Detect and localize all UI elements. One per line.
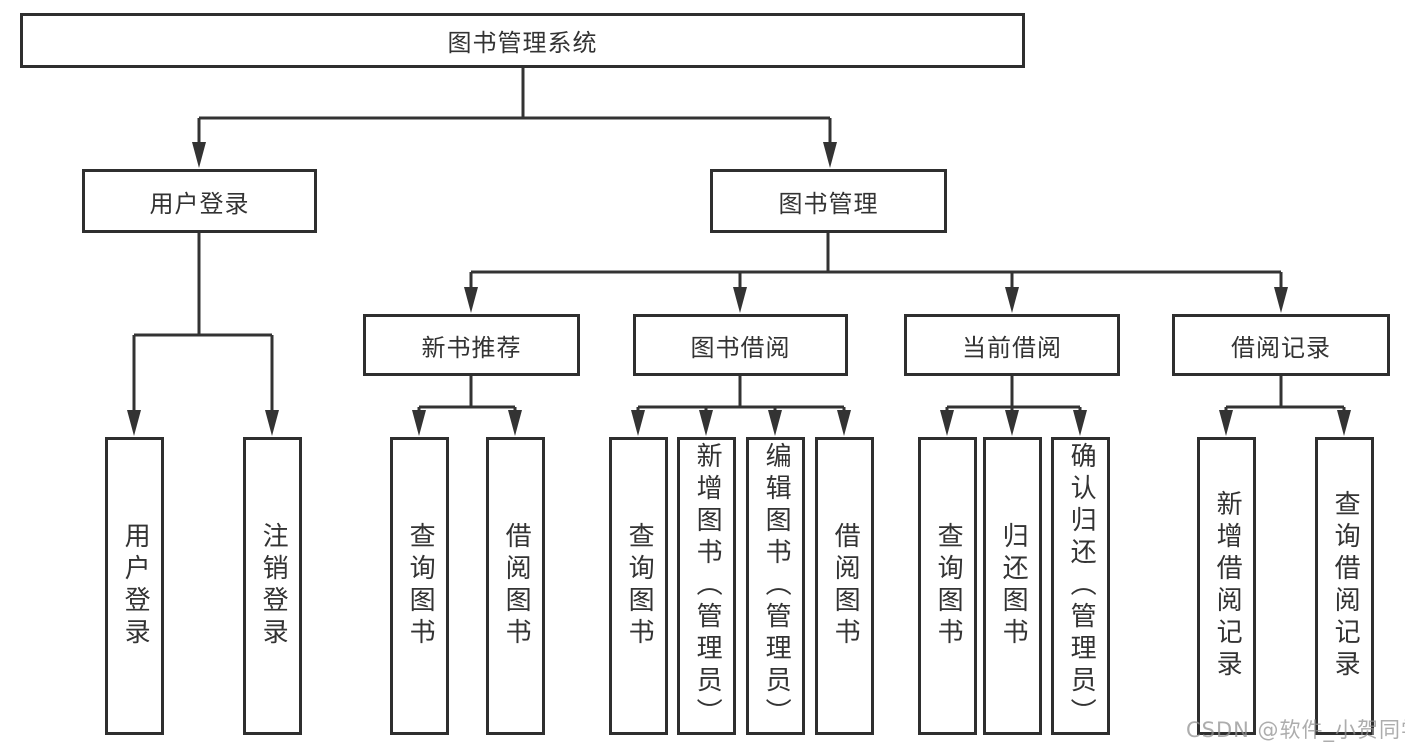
leaf-borrow-books-1: 借阅图书 [486, 437, 545, 735]
leaf-query-books-2: 查询图书 [609, 437, 668, 735]
node-new-book-recommend: 新书推荐 [363, 314, 580, 376]
leaf-user-login: 用户登录 [105, 437, 164, 735]
leaf-logout: 注销登录 [243, 437, 302, 735]
node-book-borrow: 图书借阅 [633, 314, 848, 376]
leaf-confirm-return-admin: 确认归还（管理员） [1051, 437, 1110, 735]
csdn-watermark: CSDN @软件_小贺同学 [1186, 718, 1405, 742]
leaf-add-books-admin: 新增图书（管理员） [677, 437, 736, 735]
leaf-add-borrow-record: 新增借阅记录 [1197, 437, 1256, 735]
leaf-query-books-3: 查询图书 [918, 437, 977, 735]
node-borrow-records: 借阅记录 [1172, 314, 1390, 376]
node-current-borrow: 当前借阅 [904, 314, 1120, 376]
node-user-login: 用户登录 [82, 169, 317, 233]
leaf-borrow-books-2: 借阅图书 [815, 437, 874, 735]
leaf-edit-books-admin: 编辑图书（管理员） [746, 437, 805, 735]
leaf-query-borrow-record: 查询借阅记录 [1315, 437, 1374, 735]
node-book-management: 图书管理 [710, 169, 947, 233]
leaf-return-books: 归还图书 [983, 437, 1042, 735]
leaf-query-books-1: 查询图书 [390, 437, 449, 735]
root-node-book-management-system: 图书管理系统 [20, 13, 1025, 68]
